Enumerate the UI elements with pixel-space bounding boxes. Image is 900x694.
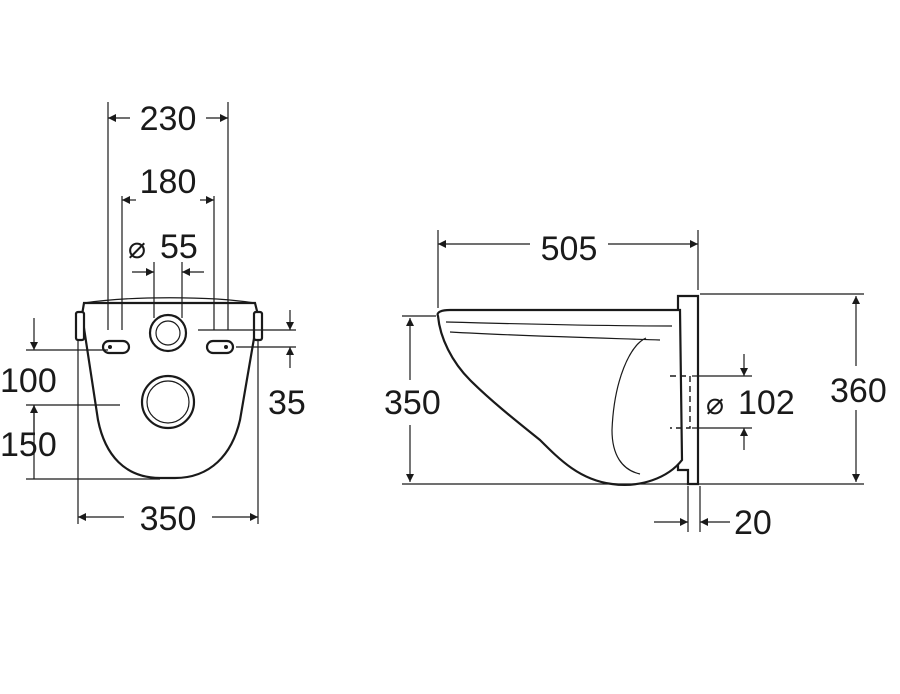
- front-right-lug: [252, 310, 264, 342]
- front-inlet-inner: [155, 320, 181, 346]
- front-outlet-inner: [146, 380, 190, 424]
- dim-350-height: 350: [384, 384, 441, 422]
- dim-55: 55: [160, 228, 198, 266]
- front-inlet-outer: [148, 313, 188, 353]
- dim-180: 180: [140, 163, 197, 201]
- dim-505: 505: [541, 230, 598, 268]
- dim-20: 20: [734, 504, 772, 542]
- front-right-bolt-slot: [205, 339, 235, 355]
- front-outlet-outer: [140, 374, 196, 430]
- dim-102: 102: [738, 384, 795, 422]
- side-bowl-cavity: [611, 337, 647, 475]
- side-view: 505 350 360 ⌀ 102 20: [384, 230, 887, 542]
- dim-100: 100: [0, 362, 57, 400]
- front-left-bolt-slot: [101, 339, 131, 355]
- dim-350-width: 350: [140, 500, 197, 538]
- front-left-lug: [74, 310, 86, 342]
- dim-360: 360: [830, 372, 887, 410]
- diameter-symbol-side: ⌀: [706, 387, 724, 422]
- dim-230: 230: [140, 100, 197, 138]
- side-bowl-body: [436, 308, 684, 486]
- front-view: 230 180 ⌀ 55 100 150 35 350: [0, 100, 306, 538]
- dim-150: 150: [0, 426, 57, 464]
- dim-35: 35: [268, 384, 306, 422]
- side-pipe-dashed: [670, 375, 691, 429]
- front-top-edge: [83, 297, 256, 304]
- diameter-symbol: ⌀: [128, 231, 146, 266]
